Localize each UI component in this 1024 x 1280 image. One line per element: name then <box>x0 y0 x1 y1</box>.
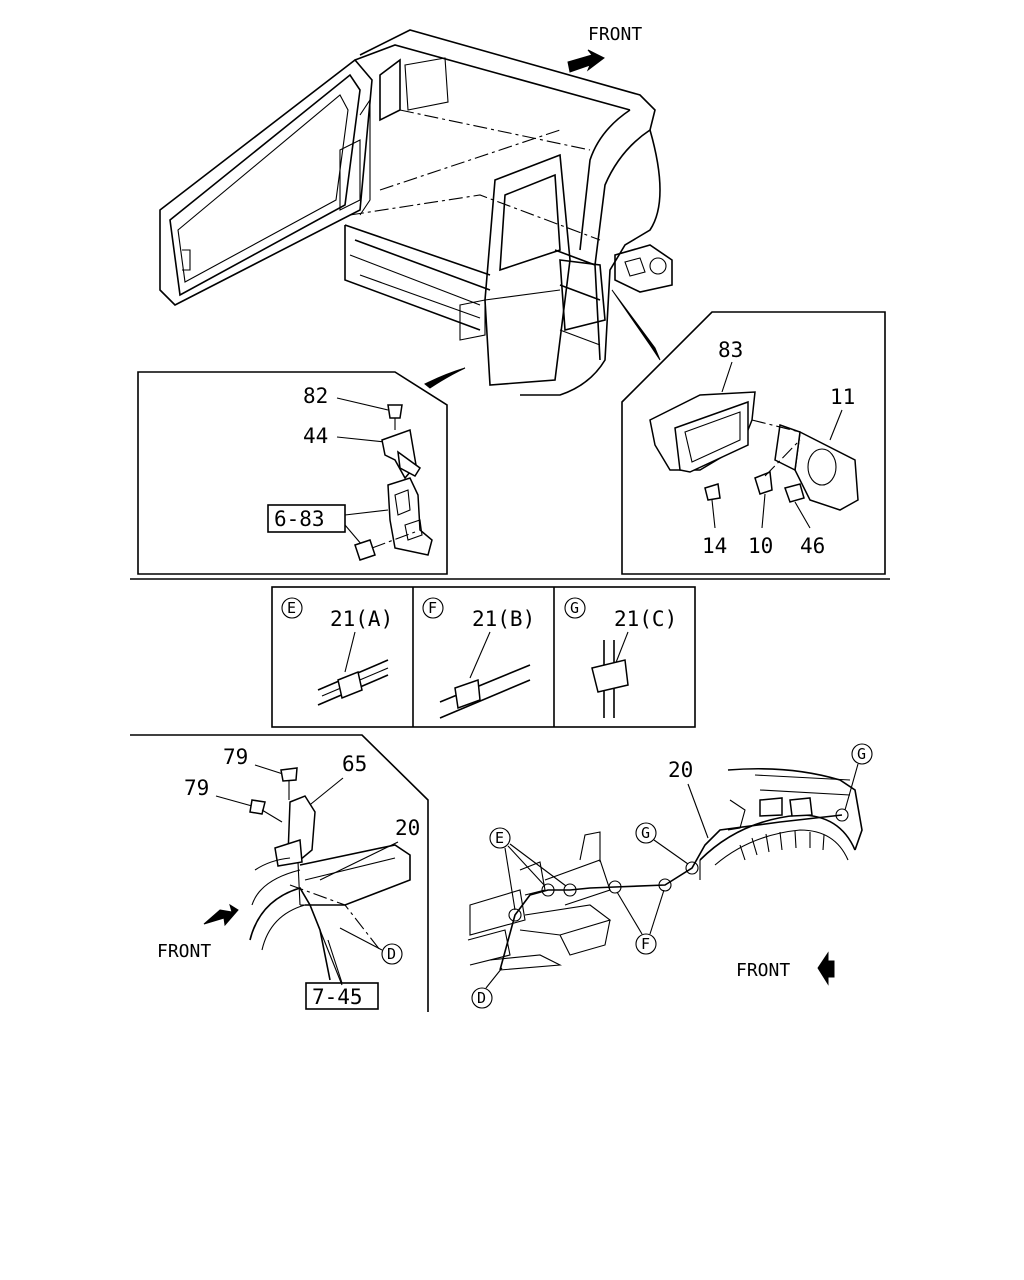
callout-21c: 21(C) <box>614 607 677 631</box>
callout-20-left: 20 <box>395 816 420 840</box>
front-arrow-icon <box>817 951 835 986</box>
callout-6-83: 6-83 <box>274 507 325 531</box>
callout-7-45: 7-45 <box>312 985 363 1009</box>
callout-21a: 21(A) <box>330 607 393 631</box>
front-arrow-icon <box>567 49 605 73</box>
vehicle-rear-view <box>159 29 673 396</box>
clip-box-e: E 21(A) <box>281 597 393 706</box>
marker-e: E <box>287 599 296 617</box>
section-divider-lower <box>130 734 429 1012</box>
marker-e-harness: E <box>495 829 504 847</box>
circled-letter-icon <box>422 597 444 619</box>
marker-d-left: D <box>387 945 396 963</box>
detail-panel-hinge: 82 44 6-83 <box>137 371 448 575</box>
front-indicator-top: FRONT <box>567 24 642 73</box>
front-arrow-icon <box>203 903 239 927</box>
clip-detail-boxes: E 21(A) F 21(B) G 21(C) <box>271 586 696 728</box>
marker-g-harness-mid: G <box>641 824 650 842</box>
front-label-bottom-left: FRONT <box>157 941 211 962</box>
callout-83: 83 <box>718 338 743 362</box>
marker-d-harness: D <box>477 989 486 1007</box>
callout-10: 10 <box>748 534 773 558</box>
detail-panel-fuel-lid: 83 11 14 10 46 <box>621 311 886 575</box>
callout-20-right: 20 <box>668 758 693 782</box>
harness-routing-detail: 20 E G G F D FRONT <box>467 743 873 1009</box>
callout-14: 14 <box>702 534 727 558</box>
marker-f: F <box>428 599 437 617</box>
callout-82: 82 <box>303 384 328 408</box>
callout-79-left: 79 <box>184 776 209 800</box>
circled-letter-icon <box>471 987 493 1009</box>
clip-box-f: F 21(B) <box>422 597 535 719</box>
front-label-bottom-right: FRONT <box>736 960 790 981</box>
front-label-top: FRONT <box>588 24 642 45</box>
circled-letter-icon <box>635 822 657 844</box>
marker-g-harness-right: G <box>857 745 866 763</box>
callout-21b: 21(B) <box>472 607 535 631</box>
callout-44: 44 <box>303 424 328 448</box>
circled-letter-icon <box>635 933 657 955</box>
circled-letter-icon <box>281 597 303 619</box>
marker-f-harness: F <box>641 935 650 953</box>
circled-letter-icon <box>381 943 403 965</box>
callout-65: 65 <box>342 752 367 776</box>
ground-bracket-detail: 79 79 65 20 D 7-45 FR <box>157 745 420 1010</box>
circled-letter-icon <box>851 743 873 765</box>
circled-letter-icon <box>489 827 511 849</box>
circled-letter-icon <box>564 597 586 619</box>
callout-79-top: 79 <box>223 745 248 769</box>
callout-46: 46 <box>800 534 825 558</box>
marker-g: G <box>570 599 579 617</box>
clip-box-g: G 21(C) <box>564 597 677 718</box>
callout-11: 11 <box>830 385 855 409</box>
